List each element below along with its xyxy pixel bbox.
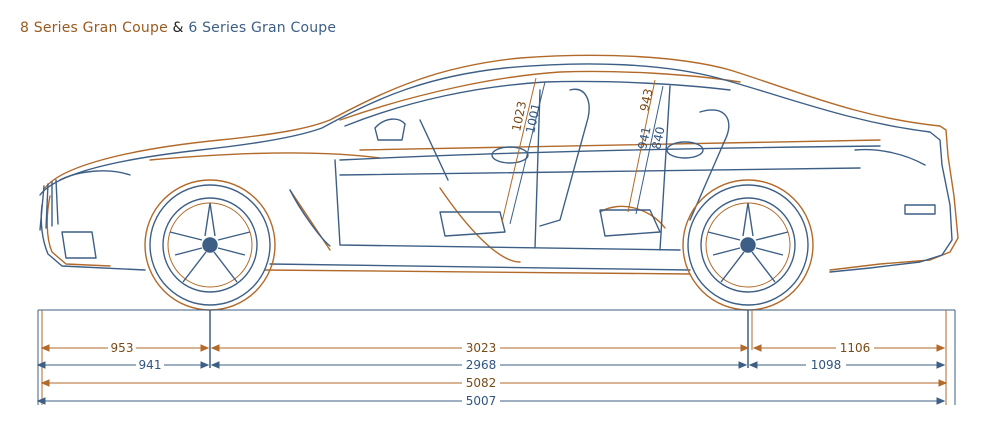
- rear-overhang-8-label: 1106: [840, 341, 871, 355]
- rear-headroom-8-label: 943: [637, 87, 655, 112]
- length-8-label: 5082: [466, 376, 497, 390]
- dim-length-8: [40, 379, 948, 387]
- dim-length-6: [36, 397, 946, 405]
- car-outline-6-series: [39, 63, 953, 273]
- title-ampersand: &: [172, 20, 184, 36]
- diagram-title: 8 Series Gran Coupe & 6 Series Gran Coup…: [20, 20, 336, 36]
- rear-legroom-6-label: 840: [649, 125, 667, 150]
- title-8-series: 8 Series Gran Coupe: [20, 20, 168, 36]
- front-overhang-6-label: 941: [139, 358, 162, 372]
- front-headroom-8-label: 1023: [509, 100, 529, 133]
- wheelbase-8-label: 3023: [466, 341, 497, 355]
- title-6-series: 6 Series Gran Coupe: [188, 20, 337, 36]
- dim-row-6-segments: [36, 361, 946, 369]
- front-headroom-6-label: 1001: [523, 102, 543, 135]
- rear-headroom-6-label: 941: [635, 125, 653, 150]
- rear-wheel: [682, 179, 814, 311]
- dimension-frame: [37, 309, 956, 405]
- rear-overhang-6-label: 1098: [811, 358, 842, 372]
- front-wheel: [144, 179, 276, 311]
- front-overhang-8-label: 953: [111, 341, 134, 355]
- dim-row-8-segments: [40, 344, 946, 352]
- headroom-lines: [501, 77, 664, 225]
- length-6-label: 5007: [466, 394, 497, 408]
- wheelbase-6-label: 2968: [466, 358, 497, 372]
- car-outline-8-series: [44, 54, 959, 275]
